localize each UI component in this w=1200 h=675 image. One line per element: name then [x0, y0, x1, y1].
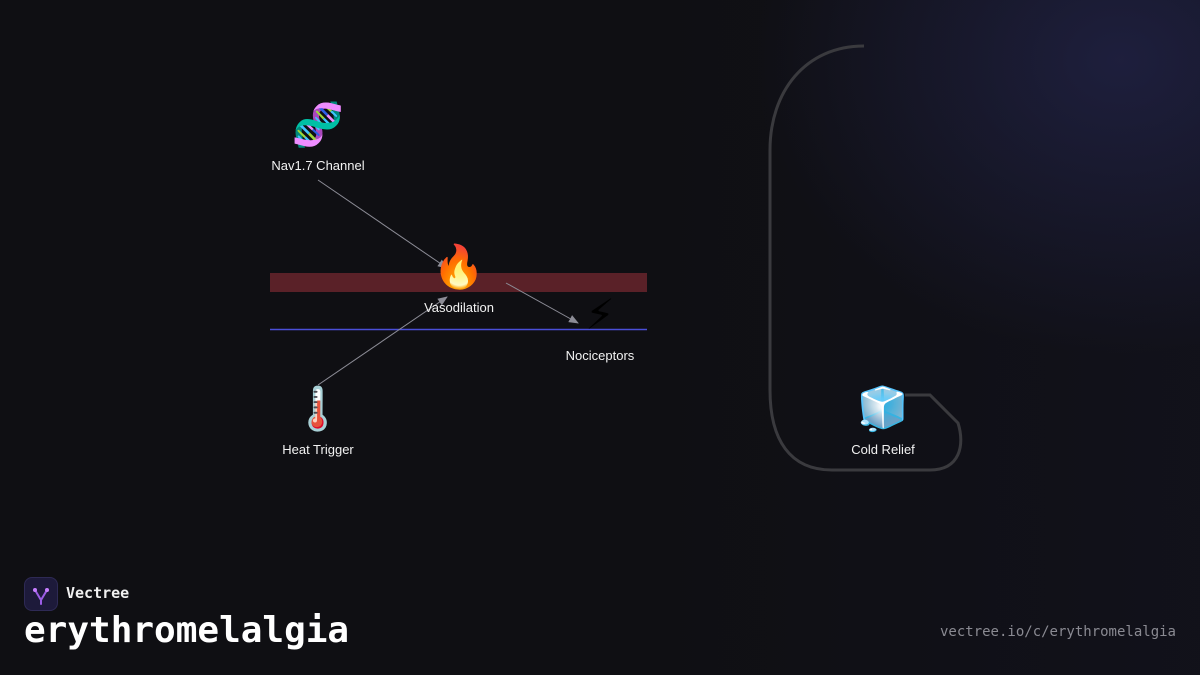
node-label: Vasodilation	[424, 300, 494, 315]
page-title: erythromelalgia	[24, 610, 350, 651]
vectree-logo-icon	[24, 577, 58, 611]
node-label: Nav1.7 Channel	[271, 158, 365, 173]
node-label: Cold Relief	[851, 442, 915, 457]
fire-icon: 🔥	[432, 242, 486, 291]
page-url[interactable]: vectree.io/c/erythromelalgia	[939, 624, 1176, 640]
cold-relief-loop	[768, 44, 963, 472]
lightning-icon: ⚡	[585, 290, 615, 339]
ice-cube-icon: 🧊	[856, 384, 910, 433]
node-heat-trigger[interactable]: 🌡️ Heat Trigger	[238, 384, 398, 457]
node-label: Nociceptors	[565, 348, 635, 363]
node-nociceptors[interactable]: ⚡ Nociceptors	[520, 290, 680, 363]
node-nav17-channel[interactable]: 🧬 Nav1.7 Channel	[238, 100, 398, 173]
dna-icon: 🧬	[291, 100, 345, 149]
thermometer-icon: 🌡️	[291, 384, 345, 433]
brand-name: Vectree	[66, 584, 130, 602]
node-vasodilation[interactable]: 🔥 Vasodilation	[379, 242, 539, 315]
node-label: Heat Trigger	[282, 442, 354, 457]
vasodilation-band	[270, 273, 647, 292]
arrow-nav17-to-vasodilation	[317, 179, 448, 269]
node-cold-relief[interactable]: 🧊 Cold Relief	[803, 384, 963, 457]
arrow-heat-to-vasodilation	[317, 296, 448, 386]
arrow-vasodilation-to-nociceptors	[505, 282, 579, 324]
